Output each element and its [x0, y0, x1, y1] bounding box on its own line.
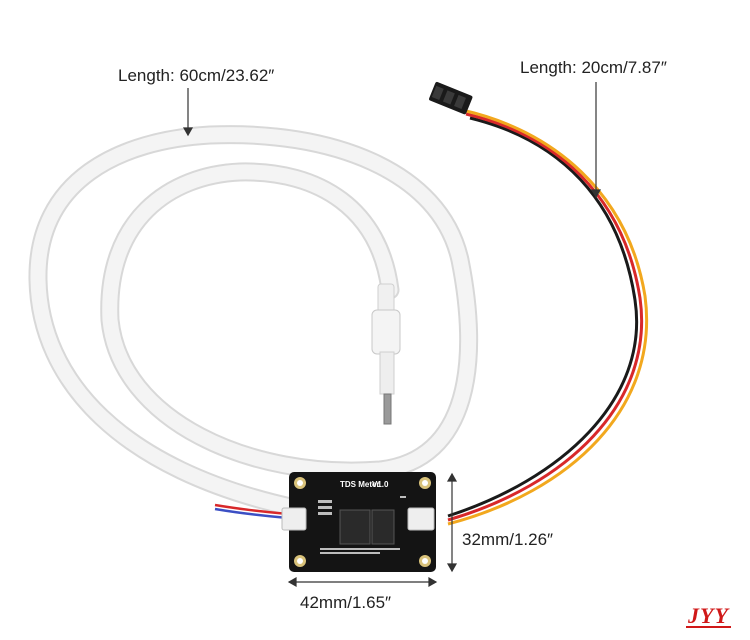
- sensor-cable: [447, 108, 648, 526]
- board-version: V1.0: [372, 480, 389, 489]
- board-height-label: 32mm/1.26″: [462, 530, 554, 549]
- probe-cable: [28, 125, 479, 518]
- dupont-connector: [429, 81, 473, 115]
- watermark-logo: JYY: [686, 603, 731, 628]
- sensor-cable-length-label: Length: 20cm/7.87″: [520, 58, 667, 77]
- board-width-label: 42mm/1.65″: [300, 593, 392, 612]
- board-title: TDS Meter: [340, 480, 380, 489]
- tds-probe: [371, 283, 401, 425]
- probe-cable-length-label: Length: 60cm/23.62″: [118, 66, 275, 85]
- tds-board: TDS Meter V1.0: [281, 472, 436, 572]
- dimension-lines: [182, 82, 602, 588]
